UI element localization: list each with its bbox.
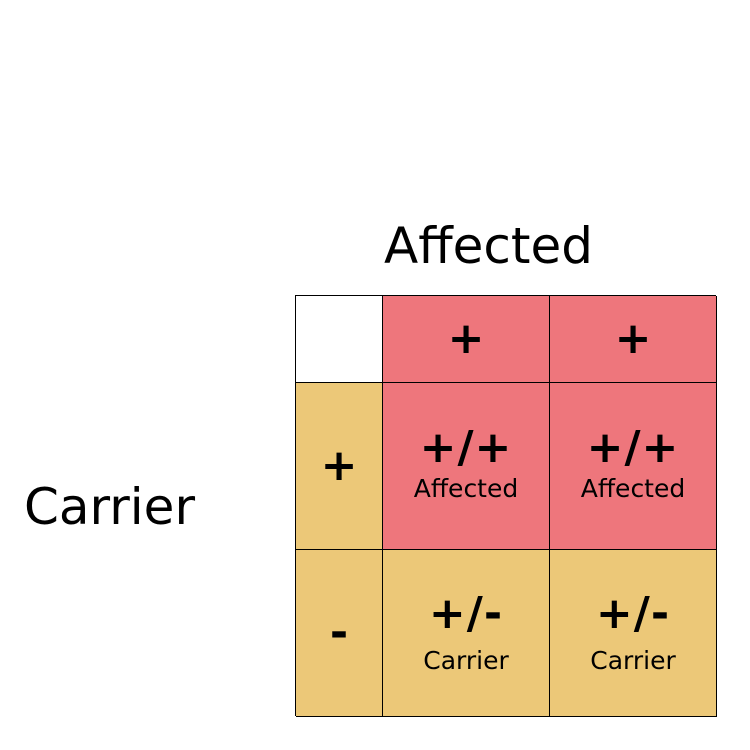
offspring-genotype: +/- xyxy=(428,588,504,639)
offspring-cell-2-2: +/- Carrier xyxy=(550,550,717,717)
offspring-phenotype: Carrier xyxy=(423,646,509,675)
row-allele-1: + xyxy=(320,440,358,491)
offspring-genotype: +/+ xyxy=(419,422,513,473)
offspring-phenotype: Affected xyxy=(413,474,519,503)
col-allele-2: + xyxy=(614,313,652,364)
col-header-2: + xyxy=(550,296,717,383)
corner-cell xyxy=(296,296,383,383)
offspring-cell-2-1: +/- Carrier xyxy=(383,550,550,717)
col-allele-1: + xyxy=(447,313,485,364)
row-allele-2: - xyxy=(329,607,349,658)
offspring-phenotype: Carrier xyxy=(590,646,676,675)
parent-affected-label: Affected xyxy=(384,217,594,275)
offspring-genotype: +/+ xyxy=(586,422,680,473)
col-header-1: + xyxy=(383,296,550,383)
parent-carrier-label: Carrier xyxy=(24,478,195,536)
offspring-genotype: +/- xyxy=(595,588,671,639)
punnett-square: + + + +/+ Affected +/+ Affected - +/- Ca… xyxy=(295,295,717,717)
offspring-cell-1-2: +/+ Affected xyxy=(550,383,717,550)
row-header-1: + xyxy=(296,383,383,550)
offspring-cell-1-1: +/+ Affected xyxy=(383,383,550,550)
row-header-2: - xyxy=(296,550,383,717)
offspring-phenotype: Affected xyxy=(580,474,686,503)
